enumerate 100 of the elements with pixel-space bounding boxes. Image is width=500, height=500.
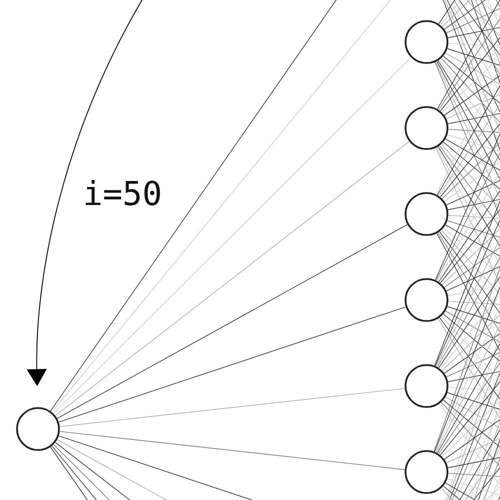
- connection-line: [439, 59, 500, 142]
- connection-line: [447, 392, 500, 410]
- connection-line: [442, 142, 500, 190]
- connection-line: [56, 439, 167, 500]
- connection-line: [448, 457, 500, 468]
- connection-line: [447, 306, 500, 324]
- connection-line: [438, 276, 500, 368]
- connection-line: [448, 300, 500, 305]
- connection-line: [442, 56, 500, 104]
- connection-line: [438, 190, 500, 282]
- connection-line: [50, 446, 88, 500]
- connection-line: [438, 18, 500, 110]
- connection-line: [437, 257, 500, 368]
- connection-line: [58, 306, 406, 422]
- neuron-circle: [404, 106, 448, 150]
- connection-line: [448, 128, 500, 133]
- connection-line: [444, 75, 500, 116]
- connection-line: [437, 343, 500, 454]
- connection-line: [442, 228, 500, 286]
- connection-line: [446, 94, 500, 120]
- neuron-circle: [404, 364, 448, 408]
- connection-line: [440, 58, 500, 123]
- connection-line: [438, 0, 456, 24]
- connection-line: [445, 138, 500, 171]
- connection-line: [445, 224, 500, 257]
- connection-line: [439, 317, 500, 400]
- connection-line: [445, 482, 476, 500]
- connection-line: [442, 228, 500, 276]
- connection-line: [440, 488, 453, 500]
- connection-line: [442, 314, 500, 362]
- connection-line: [436, 232, 500, 352]
- connection-line: [438, 318, 500, 418]
- connection-line: [446, 266, 500, 292]
- connection-line: [440, 316, 500, 381]
- edge-label: i=50: [81, 178, 164, 207]
- connection-line: [437, 0, 500, 110]
- connection-line: [52, 446, 97, 500]
- connection-line: [437, 171, 500, 282]
- connection-line: [448, 386, 500, 391]
- connection-line: [444, 161, 500, 202]
- connection-line: [442, 400, 500, 458]
- connection-line: [439, 231, 500, 314]
- connection-line: [440, 295, 500, 370]
- connection-line: [53, 444, 110, 500]
- connection-line: [447, 478, 500, 496]
- connection-line: [54, 141, 410, 416]
- connection-line: [448, 27, 500, 38]
- connection-line: [440, 144, 500, 209]
- connection-line: [438, 104, 500, 196]
- neuron-circle: [404, 450, 448, 494]
- connection-line: [445, 310, 500, 343]
- connection-line: [442, 142, 500, 200]
- connection-line: [444, 247, 500, 288]
- connection-line: [446, 438, 500, 464]
- neuron-circle: [16, 407, 60, 451]
- connection-line: [446, 8, 500, 34]
- connection-line: [448, 285, 500, 296]
- connection-line: [448, 42, 500, 47]
- connection-line: [438, 60, 500, 160]
- connection-line: [58, 436, 252, 500]
- connection-line: [448, 113, 500, 124]
- connection-line: [442, 314, 500, 372]
- connection-line: [436, 60, 500, 180]
- connection-line: [439, 145, 500, 228]
- neuron-circle: [404, 278, 448, 322]
- connection-line: [446, 352, 500, 378]
- connection-line: [54, 442, 130, 500]
- connection-line: [440, 0, 462, 26]
- connection-line: [442, 486, 460, 500]
- connection-line: [446, 180, 500, 206]
- connection-line: [447, 220, 500, 238]
- connection-line: [448, 371, 500, 382]
- connection-line: [439, 403, 500, 486]
- connection-line: [59, 388, 406, 427]
- connection-line: [438, 362, 500, 454]
- connection-line: [50, 0, 337, 412]
- connection-line: [445, 396, 500, 429]
- connection-line: [442, 400, 500, 448]
- connection-line: [438, 146, 500, 246]
- connection-line: [444, 0, 486, 30]
- connection-line: [437, 85, 500, 196]
- connection-line: [440, 381, 500, 456]
- connection-line: [448, 199, 500, 210]
- connection-line: [440, 402, 500, 467]
- connection-line: [53, 57, 412, 414]
- connection-line: [444, 333, 500, 374]
- connection-line: [440, 230, 500, 295]
- connection-line: [447, 48, 500, 66]
- connection-line: [448, 214, 500, 219]
- connection-line: [56, 224, 408, 419]
- connection-line: [438, 232, 500, 332]
- connection-line: [448, 472, 500, 477]
- connection-line: [442, 56, 500, 114]
- connection-line: [447, 134, 500, 152]
- connection-line: [444, 419, 500, 460]
- connection-line: [436, 146, 500, 266]
- connection-line: [442, 0, 470, 28]
- connection-line: [440, 209, 500, 284]
- connection-line: [440, 123, 500, 198]
- connection-line: [440, 37, 500, 112]
